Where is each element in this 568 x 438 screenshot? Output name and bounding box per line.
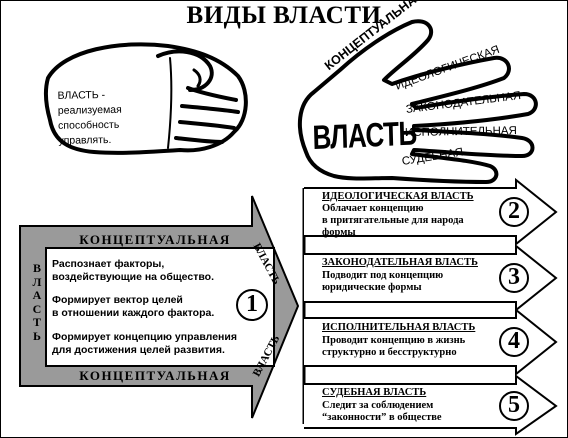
branch-body-line: “законности” в обществе: [322, 412, 442, 423]
arrow-left-letter: Ь: [33, 328, 41, 343]
branch-arrow-executive: [304, 307, 558, 377]
fist-icon: [43, 42, 248, 155]
number-circle: [499, 263, 529, 293]
arrow-left-letter: Т: [32, 315, 41, 329]
number-circle: [499, 197, 529, 227]
arrow-top-label: КОНЦЕПТУАЛЬНАЯ: [79, 232, 231, 247]
branch-arrow-judicial: [304, 374, 558, 436]
open-hand-icon: [297, 19, 538, 184]
branch-body-line: Следит за соблюдением: [322, 400, 434, 411]
conceptual-item: Формирует концепцию управления для дости…: [52, 331, 242, 356]
arrow-bottom-label: КОНЦЕПТУАЛЬНАЯ: [79, 368, 231, 383]
number-circle: [499, 391, 529, 421]
arrow-left-letter: С: [32, 301, 42, 316]
number-circle: [236, 289, 268, 321]
branch-arrow-legislative: [304, 243, 558, 313]
conceptual-inner-box: [45, 247, 275, 367]
number-label: 5: [508, 392, 520, 418]
conceptual-item-line: Формирует концепцию управления: [52, 331, 237, 343]
number-label: 4: [508, 328, 520, 354]
number-label: 2: [508, 198, 520, 224]
branch-body-line: Облачает концепцию: [322, 203, 424, 214]
arrow-left-letter: В: [32, 261, 41, 275]
branch-body: Подводит под концепцию юридические формы: [322, 270, 506, 294]
branch-heading: ЗАКОНОДАТЕЛЬНАЯ ВЛАСТЬ: [322, 257, 478, 268]
conceptual-item-line: воздействующие на общество.: [52, 270, 215, 283]
branch-body-line: в притягательные для народа: [322, 215, 464, 226]
branch-heading: СУДЕБНАЯ ВЛАСТЬ: [322, 387, 427, 398]
arrow-left-letter: Л: [32, 274, 42, 289]
branch-body-line: Проводит концепцию в жизнь: [322, 335, 466, 346]
page-title: ВИДЫ ВЛАСТИ: [186, 2, 382, 29]
branch-body-line: структурно и бесструктурно: [322, 347, 457, 358]
branch-body: Следит за соблюдением “законности” в общ…: [322, 400, 506, 424]
branch-body-line: юридические формы: [322, 282, 422, 293]
number-label: 1: [246, 291, 258, 317]
arrow-left-letter: А: [32, 288, 42, 302]
branch-body: Проводит концепцию в жизнь структурно и …: [322, 335, 506, 359]
conceptual-item: Распознает факторы, воздействующие на об…: [52, 258, 242, 283]
branch-body-line: Подводит под концепцию: [322, 270, 444, 281]
arrow-left-label: В Л А С Т Ь: [30, 261, 44, 343]
conceptual-item-line: Распознает факторы,: [52, 258, 165, 270]
branch-body: Облачает концепцию в притягательные для …: [322, 203, 506, 239]
branch-heading: ИДЕОЛОГИЧЕСКАЯ ВЛАСТЬ: [322, 191, 474, 202]
number-label: 3: [508, 264, 520, 290]
conceptual-item-line: для достижения целей развития.: [52, 343, 225, 356]
number-circle: [499, 327, 529, 357]
branch-arrow-ideological: [304, 177, 558, 247]
branch-body-line: формы: [322, 227, 356, 238]
conceptual-item-line: Формирует вектор целей: [52, 294, 183, 306]
branch-heading: ИСПОЛНИТЕЛЬНАЯ ВЛАСТЬ: [322, 322, 476, 333]
conceptual-item: Формирует вектор целей в отношении каждо…: [52, 294, 242, 319]
conceptual-item-line: в отношении каждого фактора.: [52, 306, 215, 319]
